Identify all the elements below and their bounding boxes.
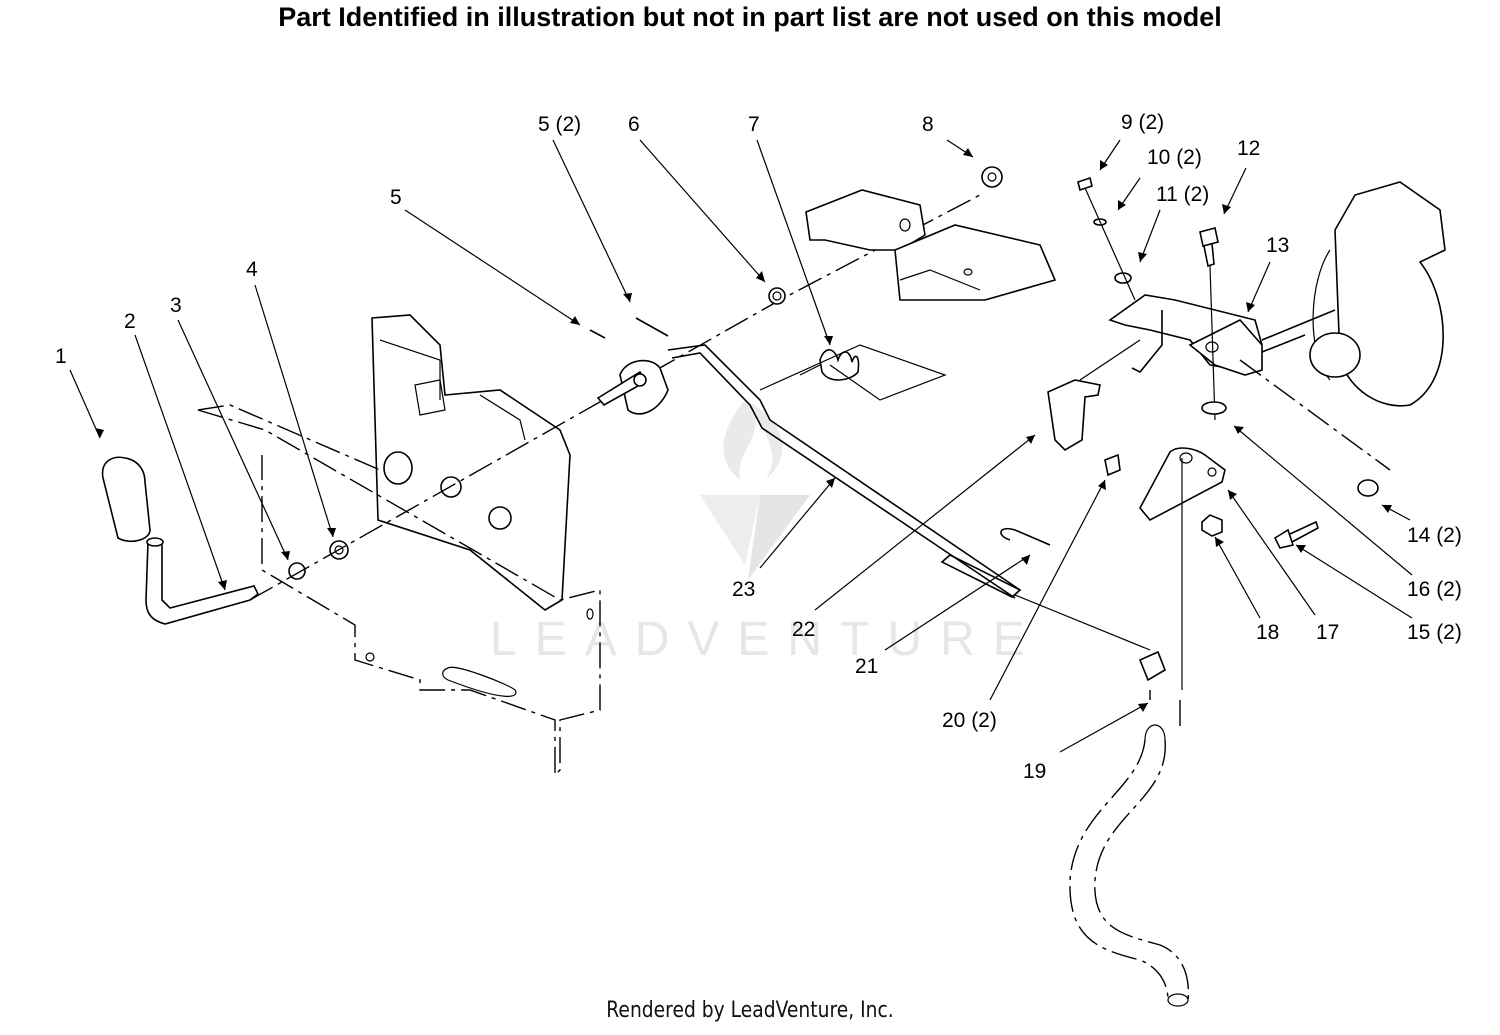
mounting-plate xyxy=(197,314,601,777)
callout-14: 14 (2) xyxy=(1407,524,1462,547)
callout-9: 9 (2) xyxy=(1121,111,1164,134)
callout-labels: 1 2 3 4 5 5 (2) 6 7 8 9 (2) 10 (2) 11 (2… xyxy=(55,111,1462,783)
callout-3: 3 xyxy=(170,294,182,317)
callout-19: 19 xyxy=(1023,760,1046,783)
callout-10: 10 (2) xyxy=(1147,146,1202,169)
upper-bracket xyxy=(805,189,1057,301)
part-6-bushing xyxy=(768,287,786,305)
footer-credit: Rendered by LeadVenture, Inc. xyxy=(606,998,894,1023)
callout-15: 15 (2) xyxy=(1407,621,1462,644)
part-19-lever xyxy=(1069,458,1190,1007)
callout-5: 5 xyxy=(390,186,402,209)
callout-12: 12 xyxy=(1237,137,1260,160)
callout-4: 4 xyxy=(246,258,258,281)
callout-22: 22 xyxy=(792,618,815,641)
part-1-handle-knob xyxy=(101,456,151,542)
callout-5-2: 5 (2) xyxy=(538,113,581,136)
callout-11: 11 (2) xyxy=(1156,183,1209,206)
callout-7: 7 xyxy=(748,113,760,136)
part-23-shift-rod xyxy=(667,344,1022,599)
callout-23: 23 xyxy=(732,578,755,601)
part-20-bolt xyxy=(1104,453,1121,477)
watermark-text: LEADVENTURE xyxy=(490,613,1043,666)
callout-16: 16 (2) xyxy=(1407,578,1462,601)
callout-6: 6 xyxy=(628,113,640,136)
callout-17: 17 xyxy=(1316,621,1339,644)
pivot-plate-assembly xyxy=(1079,294,1263,381)
callout-20: 20 (2) xyxy=(942,709,997,732)
pivot-cam xyxy=(596,359,669,415)
callout-13: 13 xyxy=(1266,234,1289,257)
part-18-nut xyxy=(1201,514,1223,537)
diagram-heading: Part Identified in illustration but not … xyxy=(278,2,1222,32)
part-21-cotter-pin xyxy=(1000,527,1051,546)
part-8-washer xyxy=(981,166,1003,188)
callout-8: 8 xyxy=(922,113,934,136)
ferrule xyxy=(1138,650,1166,682)
transaxle-housing xyxy=(1261,181,1446,407)
callout-leaders xyxy=(69,139,1413,753)
part-2-shift-lever xyxy=(145,537,260,625)
watermark-logo xyxy=(700,400,810,580)
part-5b-pin xyxy=(635,317,669,337)
part-22-bracket xyxy=(1047,379,1101,452)
part-7-spring xyxy=(799,349,860,381)
part-14-washer xyxy=(1357,479,1379,497)
callout-18: 18 xyxy=(1256,621,1279,644)
callout-21: 21 xyxy=(855,655,878,678)
part-12-bolt xyxy=(1199,227,1219,421)
callout-2: 2 xyxy=(124,310,136,333)
part-5-pin xyxy=(589,329,606,339)
part-15-bolt xyxy=(1273,528,1295,549)
part-16-washer xyxy=(1201,401,1227,415)
callout-1: 1 xyxy=(55,345,67,368)
part-9-screw xyxy=(1077,176,1093,192)
